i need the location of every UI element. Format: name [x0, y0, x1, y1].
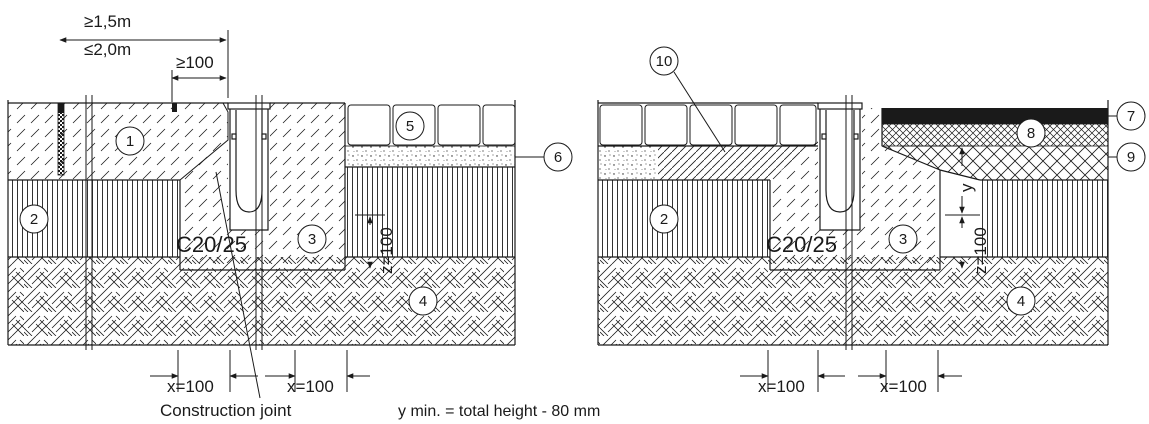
- callout-9: 9: [1127, 149, 1135, 166]
- concrete-grade-left: C20/25: [176, 232, 247, 257]
- left-right-base: [345, 167, 515, 257]
- left-bedding-layer: [344, 145, 516, 168]
- left-z-dimension: [355, 214, 385, 269]
- construction-joint-label: Construction joint: [160, 401, 292, 420]
- width-max-label: ≤2,0m: [84, 40, 131, 59]
- x-dim-right-1: x=100: [758, 377, 805, 396]
- z-dim-right: z=100: [971, 227, 990, 274]
- right-base-course: [598, 180, 770, 257]
- y-dim-right: y: [957, 183, 976, 192]
- x-dim-left-1: x=100: [167, 377, 214, 396]
- left-joint-strip: [57, 102, 65, 176]
- callout-3-left: 3: [308, 231, 316, 248]
- right-binder-course: [882, 146, 1108, 180]
- concrete-grade-right: C20/25: [766, 232, 837, 257]
- z-dim-left: z=100: [377, 227, 396, 274]
- callout-4-left: 4: [419, 293, 427, 310]
- right-paving-blocks: [599, 104, 817, 146]
- right-concrete-haunch: [658, 140, 818, 180]
- left-top-dimensions: [59, 30, 229, 102]
- right-section: [597, 95, 1109, 350]
- x-dim-right-2: x=100: [880, 377, 927, 396]
- right-y-z-dimensions: [900, 145, 980, 269]
- left-drainage-channel: [227, 102, 271, 231]
- callout-7: 7: [1127, 108, 1135, 125]
- construction-joint-leader: [215, 171, 261, 399]
- edge-min-label: ≥100: [176, 53, 214, 72]
- callout-1: 1: [126, 133, 134, 150]
- right-callouts: [649, 46, 1146, 316]
- left-paving-blocks: [347, 104, 516, 146]
- callout-3-right: 3: [899, 231, 907, 248]
- x-dim-left-2: x=100: [287, 377, 334, 396]
- right-asphalt-surface: [882, 108, 1108, 124]
- left-section: [7, 95, 516, 350]
- callout-8: 8: [1027, 125, 1035, 142]
- callout-4-right: 4: [1017, 293, 1025, 310]
- callout-2-left: 2: [30, 211, 38, 228]
- left-x-dimensions: [150, 350, 370, 392]
- callout-6: 6: [554, 149, 562, 166]
- y-min-note: y min. = total height - 80 mm: [398, 403, 600, 420]
- left-callouts: [19, 111, 573, 316]
- width-min-label: ≥1,5m: [84, 12, 131, 31]
- callout-10: 10: [656, 53, 673, 70]
- right-drainage-channel: [817, 102, 863, 231]
- right-asphalt-binder: [881, 123, 1109, 147]
- right-x-dimensions: [740, 350, 962, 392]
- callout-5: 5: [406, 118, 414, 135]
- callout-2-right: 2: [660, 211, 668, 228]
